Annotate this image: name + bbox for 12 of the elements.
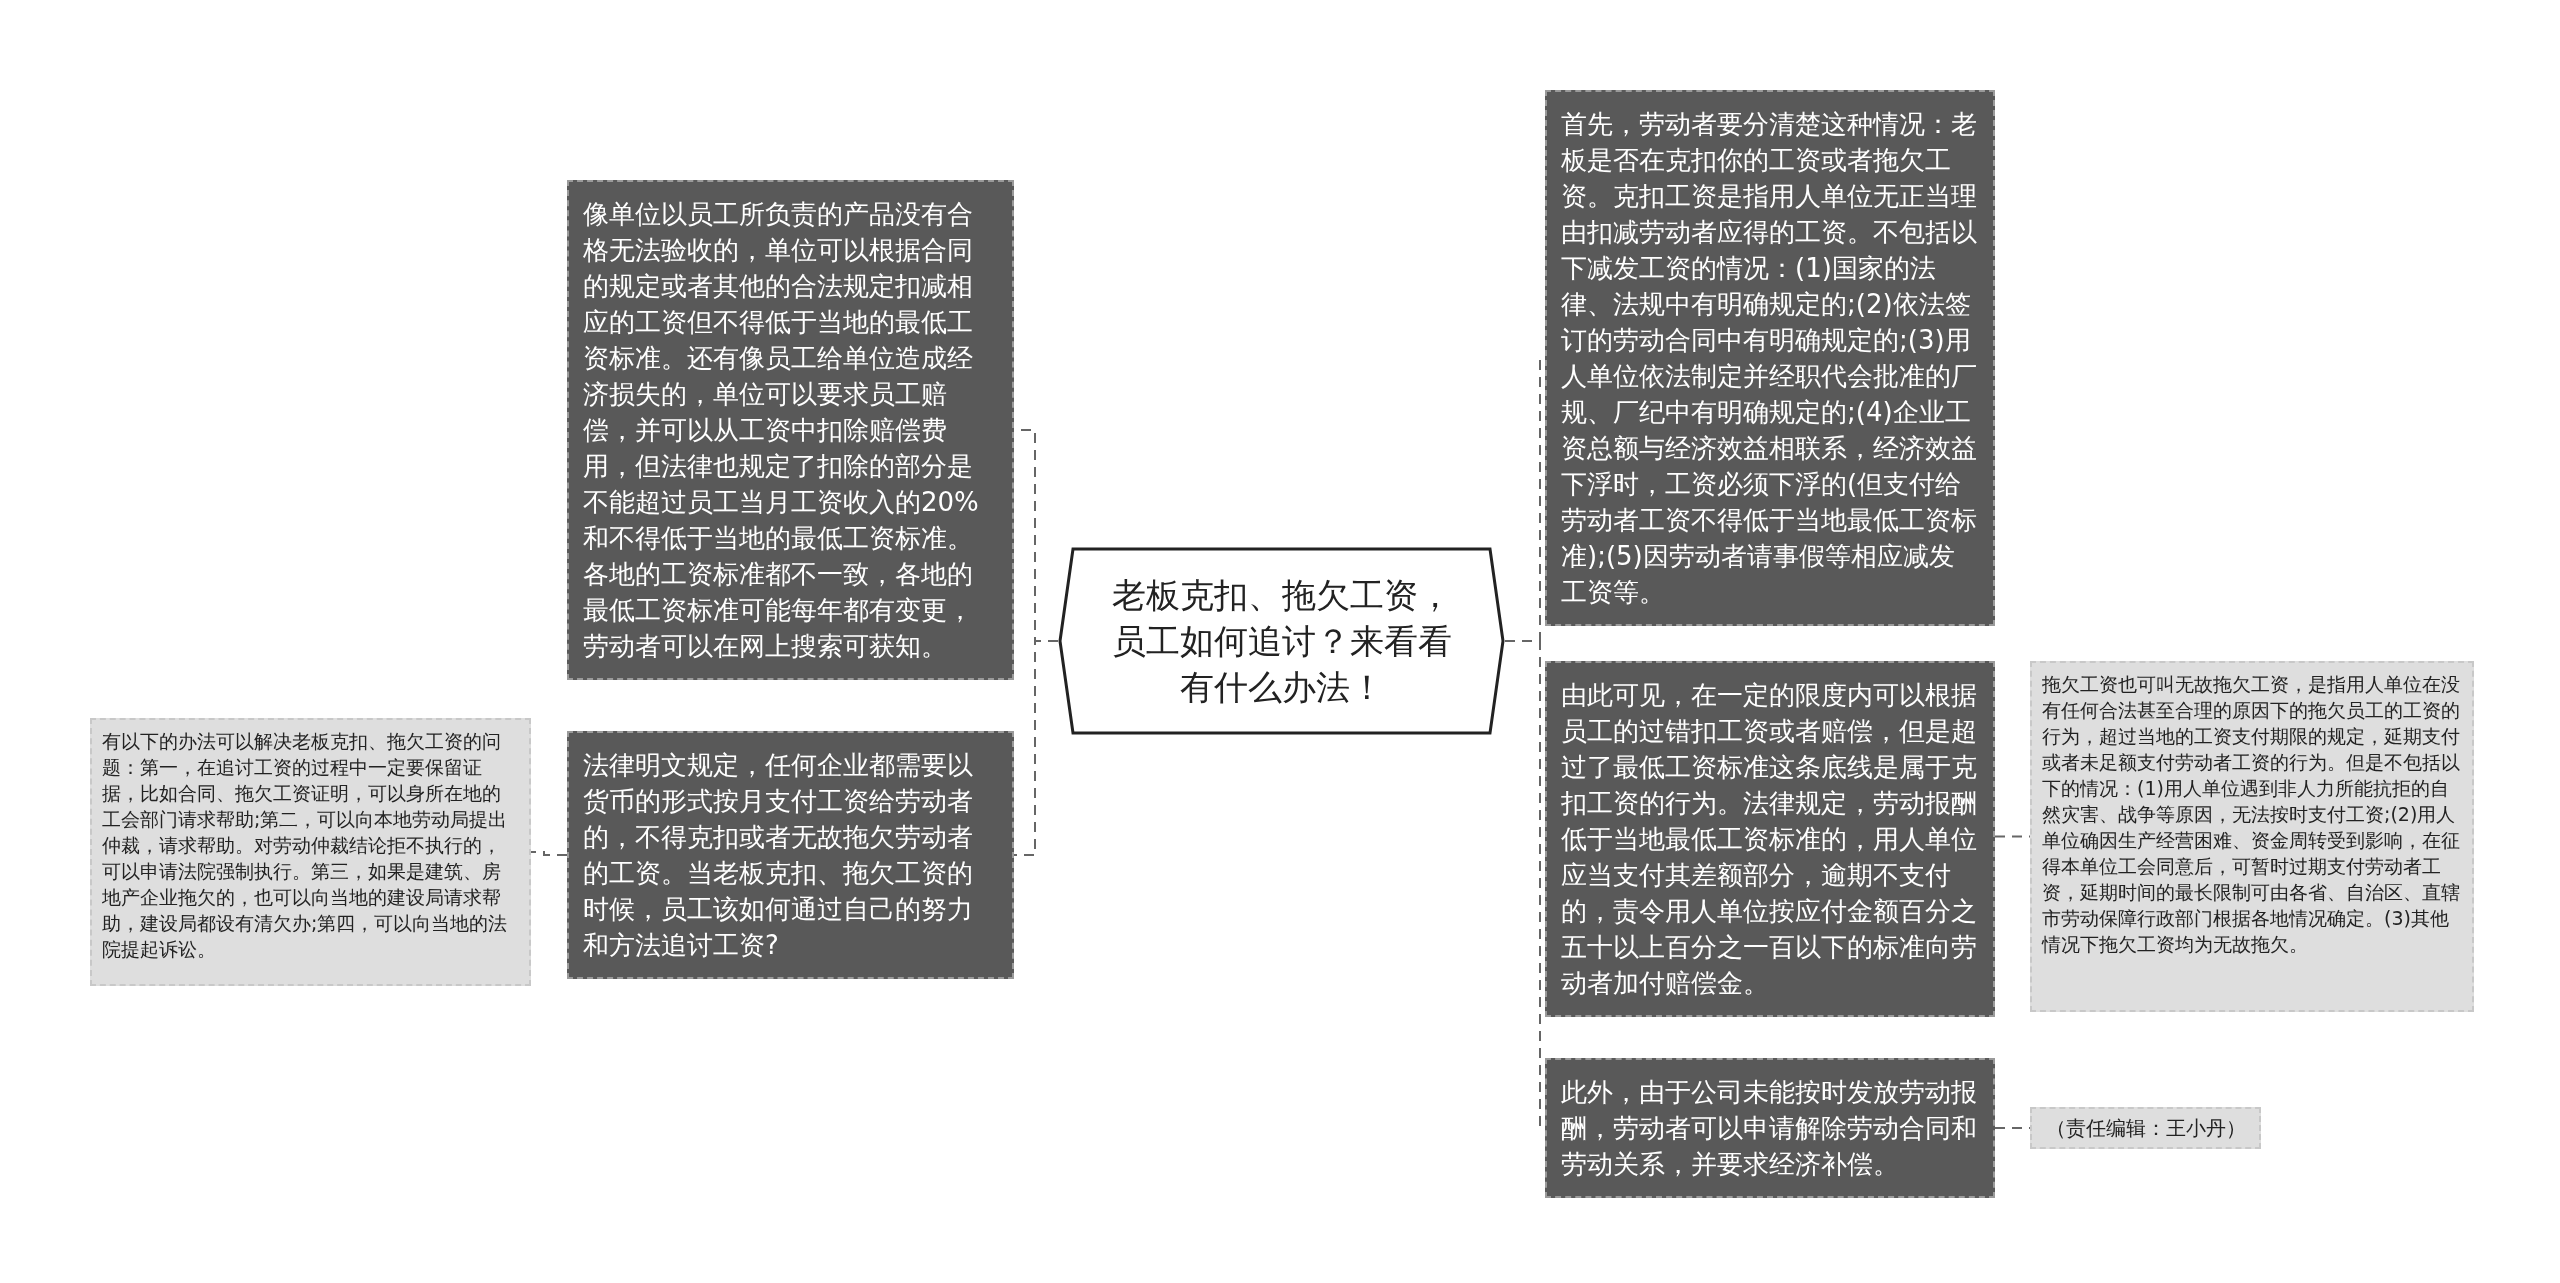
topic-hexagon (1058, 547, 1505, 735)
note-box: 由此可见，在一定的限度内可以根据员工的过错扣工资或者赔偿，但是超过了最低工资标准这条底线是属于克扣工资的行为。法律规定，劳动报酬低于当地最低工资标准的，用人单位应当支付其差额部分，逾期不支付的，责令用人单位按应付金额百分之五十以上百分之一百以下的标准向劳动者加付赔偿金。 (1545, 661, 1995, 1017)
connector-line (1013, 640, 1059, 856)
note-box: 有以下的办法可以解决老板克扣、拖欠工资的问题：第一，在追讨工资的过程中一定要保留证据，比如合同、拖欠工资证明，可以身所在地的工会部门请求帮助;第二，可以向本地劳动局提出仲裁，请求帮助。对劳动仲裁结论拒不执行的，可以申请法院强制执行。第三，如果是建筑、房地产企业拖欠的，也可以向当地的建设局请求帮助，建设局都设有清欠办;第四，可以向当地的法院提起诉讼。 (90, 718, 531, 986)
note-box: 此外，由于公司未能按时发放劳动报酬，劳动者可以申请解除劳动合同和劳动关系，并要求经济补偿。 (1545, 1058, 1995, 1198)
note-box: 拖欠工资也可叫无故拖欠工资，是指用人单位在没有任何合法甚至合理的原因下的拖欠员工的工资的行为，超过当地的工资支付期限的规定，延期支付或者未足额支付劳动者工资的行为。但是不包括以下的情况：(1)用人单位遇到非人力所能抗拒的自然灾害、战争等原因，无法按时支付工资;(2)用人单位确因生产经营困难、资金周转受到影响，在征得本单位工会同意后，可暂时过期支付劳动者工资，延期时间的最长限制可由各省、自治区、直辖市劳动保障行政部门根据各地情况确定。(3)其他情况下拖欠工资均为无故拖欠。 (2030, 661, 2474, 1012)
note-box: 像单位以员工所负责的产品没有合格无法验收的，单位可以根据合同的规定或者其他的合法规定扣减相应的工资但不得低于当地的最低工资标准。还有像员工给单位造成经济损失的，单位可以要求员工赔偿，并可以从工资中扣除赔偿费用，但法律也规定了扣除的部分是不能超过员工当月工资收入的20%和不得低于当地的最低工资标准。各地的工资标准都不一致，各地的最低工资标准可能每年都有变更，劳动者可以在网上搜索可获知。 (567, 180, 1014, 680)
connector-line (530, 851, 568, 856)
topic-title: 老板克扣、拖欠工资，员工如何追讨？来看看有什么办法！ (1110, 574, 1453, 709)
editor-note: （责任编辑：王小丹） (2030, 1107, 2261, 1149)
note-box: 首先，劳动者要分清楚这种情况：老板是否在克扣你的工资或者拖欠工资。克扣工资是指用人单位无正当理由扣减劳动者应得的工资。不包括以下减发工资的情况：(1)国家的法律、法规中有明确规定的;(2)依法签订的劳动合同中有明确规定的;(3)用人单位依法制定并经职代会批准的厂规、厂纪中有明确规定的;(4)企业工资总额与经济效益相联系，经济效益下浮时，工资必须下浮的(但支付给劳动者工资不得低于当地最低工资标准);(5)因劳动者请事假等相应减发工资等。 (1545, 90, 1995, 626)
note-box: 法律明文规定，任何企业都需要以货币的形式按月支付工资给劳动者的，不得克扣或者无故拖欠劳动者的工资。当老板克扣、拖欠工资的时候，员工该如何通过自己的努力和方法追讨工资? (567, 731, 1014, 979)
